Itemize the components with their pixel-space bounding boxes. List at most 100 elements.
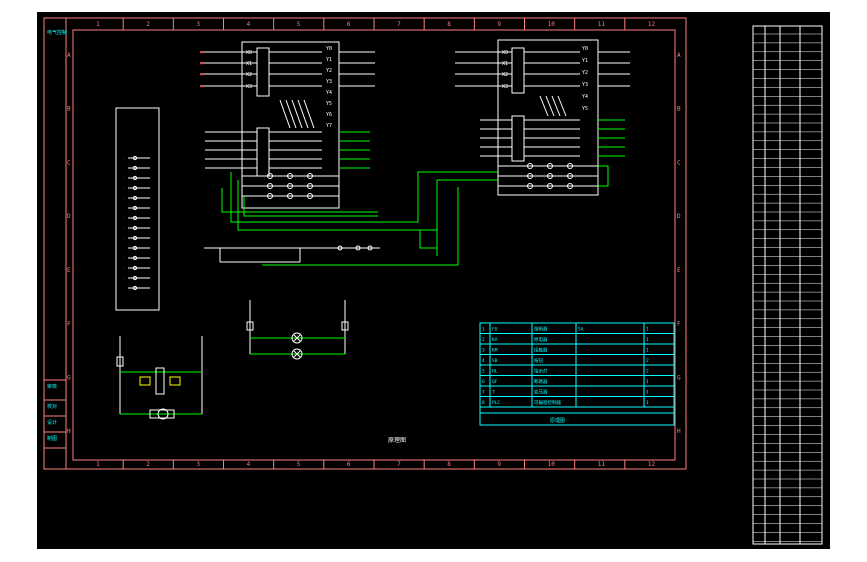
column-number-top: 7 (397, 21, 401, 28)
column-number-bottom: 2 (146, 461, 150, 468)
parts-table-cell: KA (492, 337, 498, 343)
input-terminal-mark: o (200, 84, 203, 90)
terminal-mark: · (122, 285, 126, 292)
parts-table-cell: 3 (482, 348, 485, 354)
left-strip-tag: 电气控制 (47, 29, 67, 36)
row-letter-right: D (677, 213, 681, 220)
plc-right-output-label: Y4 (582, 94, 588, 100)
parts-table-cell: PLC (492, 400, 500, 406)
parts-table-cell: 1 (482, 327, 485, 333)
plc-left-output-label: Y7 (326, 123, 332, 129)
column-number-bottom: 6 (347, 461, 351, 468)
column-number-bottom: 12 (648, 461, 656, 468)
plc-right-output-label: Y3 (582, 82, 588, 88)
column-number-top: 4 (247, 21, 251, 28)
side-bom-sheet (752, 25, 823, 545)
interconnect-wires (221, 165, 609, 266)
column-number-bottom: 7 (397, 461, 401, 468)
plc-left-output-label: Y3 (326, 79, 332, 85)
left-strip-block-d: 制图 (47, 435, 57, 442)
plc-left-input-label: X1 (246, 61, 252, 67)
column-number-bottom: 11 (598, 461, 606, 468)
row-letter-left: G (67, 374, 71, 381)
column-number-top: 11 (598, 21, 606, 28)
relay-ladder (204, 245, 380, 263)
parts-table-cell: 按钮 (534, 357, 543, 364)
plc-left-output-label: Y1 (326, 57, 332, 63)
row-letter-right: C (677, 159, 681, 166)
parts-table-cell: FU (492, 327, 498, 333)
row-letter-left: H (67, 428, 71, 435)
parts-table-cell: 接触器 (534, 347, 548, 354)
column-number-top: 6 (347, 21, 351, 28)
parts-table-cell: SB (492, 358, 498, 364)
input-terminal-mark: o (200, 61, 203, 67)
plc-right-output-label: Y5 (582, 106, 588, 112)
terminal-mark: · (122, 165, 126, 172)
parts-table-cell: T (492, 390, 495, 396)
plc-right-output-label: Y0 (582, 46, 588, 52)
terminal-mark: · (122, 245, 126, 252)
row-letter-left: D (67, 213, 71, 220)
plc-right-input-label: X2 (502, 72, 508, 78)
plc-left-output-label: Y6 (326, 112, 332, 118)
parts-table-cell: 1 (646, 379, 649, 385)
row-letter-right: F (677, 321, 681, 328)
column-number-bottom: 1 (96, 461, 100, 468)
plc-right-input-label: X0 (502, 50, 508, 56)
terminal-mark: · (122, 235, 126, 242)
parts-table-cell: 4 (482, 358, 485, 364)
terminal-mark: · (122, 205, 126, 212)
transformer-circuit (116, 336, 203, 420)
parts-table-cell: 1 (646, 327, 649, 333)
row-letter-left: F (67, 321, 71, 328)
column-number-top: 8 (447, 21, 451, 28)
parts-table-cell: 指示灯 (534, 368, 548, 375)
column-number-bottom: 4 (247, 461, 251, 468)
drawing-caption: 原理图 (388, 437, 406, 444)
parts-table-cell: HL (492, 369, 498, 375)
parts-table-cell: 可编程控制器 (534, 399, 561, 406)
plc-left-output-label: Y0 (326, 46, 332, 52)
row-letter-right: A (677, 52, 681, 59)
plc-right-output-label: Y2 (582, 70, 588, 76)
parts-table-cell: 2 (646, 358, 649, 364)
column-number-top: 1 (96, 21, 100, 28)
left-strip-block-c: 设计 (47, 419, 57, 426)
row-letter-right: B (677, 106, 681, 113)
plc-left-input-label: X3 (246, 84, 252, 90)
parts-table-cell: 5A (578, 327, 584, 333)
left-strip-block-a: 审核 (47, 383, 57, 390)
row-letter-right: G (677, 374, 681, 381)
terminal-mark: · (122, 265, 126, 272)
parts-table-cell: 2 (482, 337, 485, 343)
parts-table-cell: 1 (646, 337, 649, 343)
parts-table-cell: 1 (646, 348, 649, 354)
parts-table-cell: 6 (482, 379, 485, 385)
column-number-bottom: 9 (497, 461, 501, 468)
column-number-top: 2 (146, 21, 150, 28)
lamp-circuit (246, 300, 349, 360)
plc-left-input-label: X0 (246, 50, 252, 56)
parts-table-cell: 继电器 (534, 336, 548, 343)
terminal-mark: · (122, 185, 126, 192)
parts-table-cell: 1 (646, 400, 649, 406)
parts-table-footer: 原理图 (550, 418, 565, 424)
terminal-mark: · (122, 255, 126, 262)
column-number-bottom: 8 (447, 461, 451, 468)
parts-table-cell: QF (492, 379, 498, 385)
column-number-bottom: 3 (196, 461, 200, 468)
terminal-mark: · (122, 195, 126, 202)
parts-table-cell: 变压器 (534, 389, 548, 396)
plc-right-input-label: X1 (502, 61, 508, 67)
column-number-top: 5 (297, 21, 301, 28)
plc-left-input-label: X2 (246, 72, 252, 78)
row-letter-right: E (677, 267, 681, 274)
row-letter-left: B (67, 106, 71, 113)
column-number-bottom: 5 (297, 461, 301, 468)
